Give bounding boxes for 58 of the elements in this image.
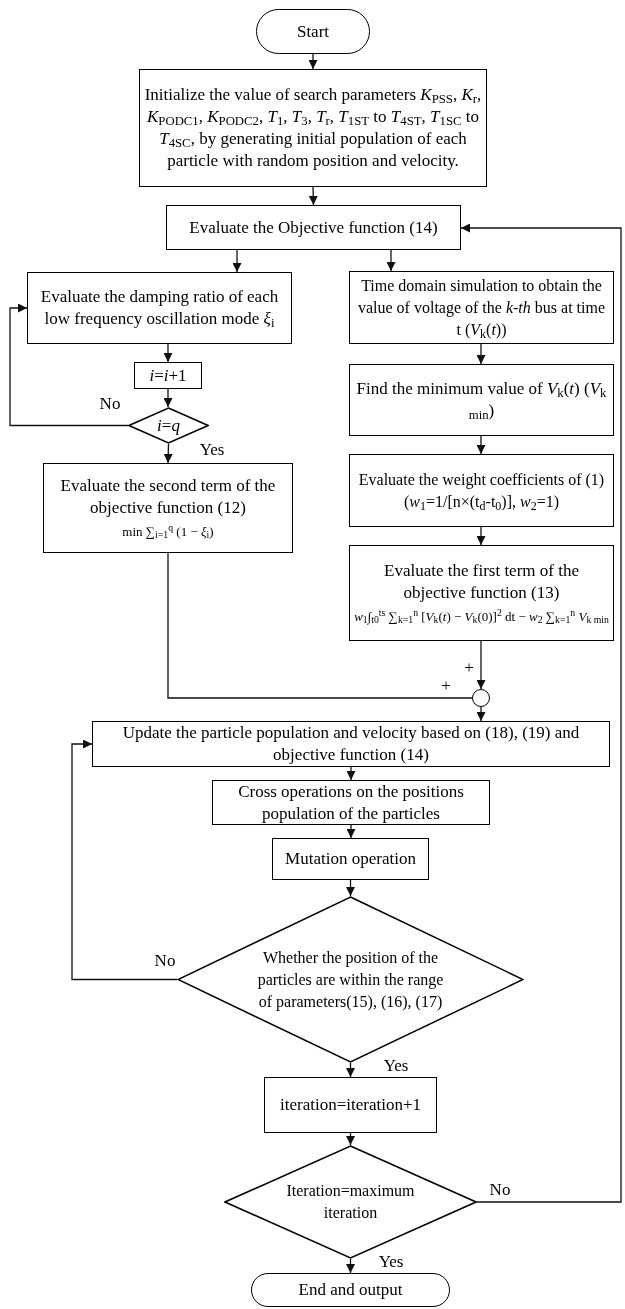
arrow (346, 1062, 355, 1078)
formula: w$_{1}$∫$_{t0}$$^{ts}$ ∑$_{k=1}$$^{n}$ [V$_{k}$(t) − V$_{k}$(0)]$^{2}$ dt − w$_{2}$ ∑$_{k=1}$$^{n}$ V$_{k min}$ (354, 608, 609, 626)
step-text: Iteration=maximum iteration (285, 1181, 416, 1223)
step-text: Start (295, 20, 331, 43)
step-text: Evaluate the weight coefficients of (1) (w$_{1}$=1/[n×(t$_{d}$-t$_{0}$)], w$_{2}$=1) (357, 469, 606, 513)
step-text: iteration=iteration+1 (279, 1094, 422, 1116)
step-text: Evaluate the first term of the objective function (13) (383, 560, 580, 604)
arrow (476, 343, 486, 365)
arrow (163, 343, 173, 363)
terminal-pill (256, 9, 370, 54)
step-text: Evaluate the damping ratio of each low frequency oscillation mode ξ$_{i}$ (39, 286, 280, 330)
step-text: i=i+1 (148, 364, 188, 387)
step-text: Whether the position of the particles are within the range of parameters(15), (16), (17) (256, 947, 445, 1013)
arrow (163, 443, 173, 464)
process-box (264, 1077, 437, 1133)
formula: min ∑$_{i=1}$$^{q}$ (1 − ξ$_{i}$) (122, 523, 214, 541)
step-text: Find the minimum value of V$_{k}$(t) (V$_{k}$ $_{min}$) (355, 378, 608, 422)
arrow (476, 706, 486, 722)
arrow (460, 223, 622, 1203)
arrow (308, 186, 318, 206)
step-text: End and output (297, 1279, 404, 1301)
process-box (349, 545, 614, 641)
arrow (308, 53, 318, 70)
process-box (134, 362, 202, 389)
process-box (139, 69, 487, 187)
process-box (43, 463, 293, 553)
arrow (476, 640, 486, 690)
process-box (92, 721, 610, 767)
arrow (346, 824, 356, 839)
terminal-pill (251, 1273, 450, 1307)
step-text: Evaluate the Objective function (14) (188, 216, 439, 239)
step-text: Cross operations on the positions population of the particles (237, 780, 465, 825)
step-text: Initialize the value of search parameters K$_{PSS}$, K$_{r}$, K$_{PODC1}$, K$_{PODC2}$, T$_{1}$, T$_{3}$, T$_{r}$, T$_{1ST}$ to T$_{4ST}$, T$_{1SC}$ to T$_{4SC}$, by generating initial population of each particle with random position and velocity. (143, 84, 483, 172)
arrow (386, 249, 396, 272)
process-box (27, 272, 292, 344)
connector-line (167, 552, 473, 699)
arrow (346, 1258, 355, 1274)
summing-junction (472, 689, 490, 707)
process-box (349, 364, 614, 436)
step-text: i=q (157, 414, 180, 437)
process-box (212, 780, 490, 825)
arrow (163, 388, 173, 408)
step-text: Evaluate the second term of the objective function (12) (59, 475, 277, 519)
arrow (346, 879, 355, 897)
arrow (346, 1132, 355, 1146)
arrow (476, 526, 486, 546)
step-text: Update the particle population and velocity based on (18), (19) and objective function (14) (121, 722, 581, 766)
step-text: Time domain simulation to obtain the value of voltage of the k-th bus at time t (V$_{k}$(t)) (356, 275, 606, 341)
arrow (71, 739, 178, 981)
process-box (166, 205, 461, 250)
process-box (349, 454, 614, 527)
step-text: Mutation operation (284, 848, 417, 870)
arrow (476, 435, 486, 455)
decision-diamond (128, 407, 209, 444)
arrow (232, 249, 242, 273)
process-box (272, 838, 429, 880)
arrow (346, 766, 356, 781)
arrow (9, 303, 129, 427)
